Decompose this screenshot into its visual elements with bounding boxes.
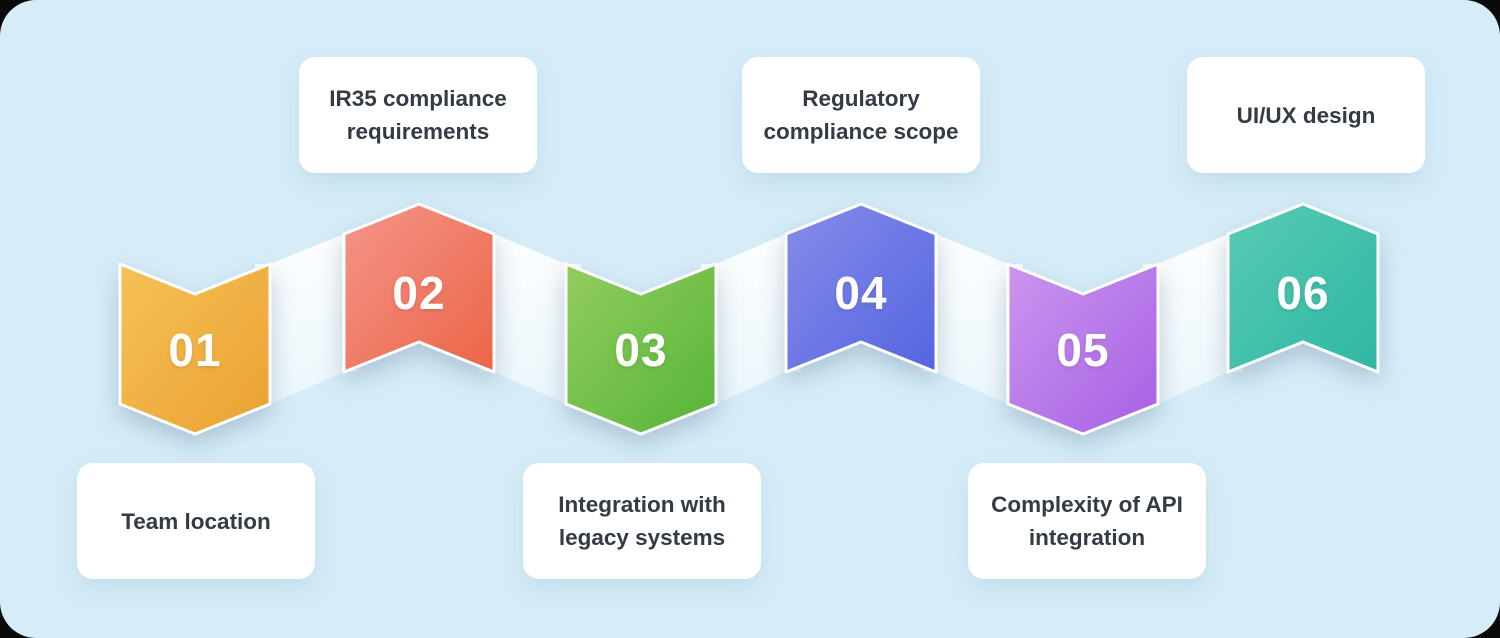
chevron-up-icon [342,202,496,374]
label-card-ui-ux-design: UI/UX design [1187,57,1425,173]
label-card-complexity-of-api-integration: Complexity of API integration [968,463,1206,579]
ribbon-band-2-3 [479,234,581,404]
step-number: 03 [614,324,668,376]
ribbon-band-5-6 [1143,234,1243,404]
step-number: 04 [834,267,888,319]
chevron-up-icon [1226,202,1380,374]
step-number: 06 [1276,267,1330,319]
step-chevron-05: 05 [1005,261,1161,439]
step-label: Team location [121,508,271,534]
step-chevron-06: 06 [1225,201,1381,377]
ribbon-band-4-5 [921,234,1023,404]
ribbon-band-3-4 [701,234,801,404]
step-chevron-01: 01 [117,261,273,439]
ribbon-band-1-2 [255,234,359,404]
step-label: UI/UX design [1236,102,1376,128]
chevron-down-icon [118,262,272,436]
step-label: IR35 compliance requirements [329,86,507,144]
step-chevron-04: 04 [783,201,939,377]
step-number: 05 [1056,324,1110,376]
step-label: Regulatory compliance scope [763,86,959,144]
chevron-down-icon [564,262,718,436]
label-card-ir35-compliance-requirements: IR35 compliance requirements [299,57,537,173]
step-chevron-02: 02 [341,201,497,377]
step-number: 01 [168,324,222,376]
label-card-team-location: Team location [77,463,315,579]
label-card-integration-with-legacy-systems: Integration with legacy systems [523,463,761,579]
chevron-down-icon [1006,262,1160,436]
label-card-regulatory-compliance-scope: Regulatory compliance scope [742,57,980,173]
step-number: 02 [392,267,446,319]
step-chevron-03: 03 [563,261,719,439]
chevron-up-icon [784,202,938,374]
step-label: Integration with legacy systems [558,492,726,550]
step-label: Complexity of API integration [991,492,1183,550]
